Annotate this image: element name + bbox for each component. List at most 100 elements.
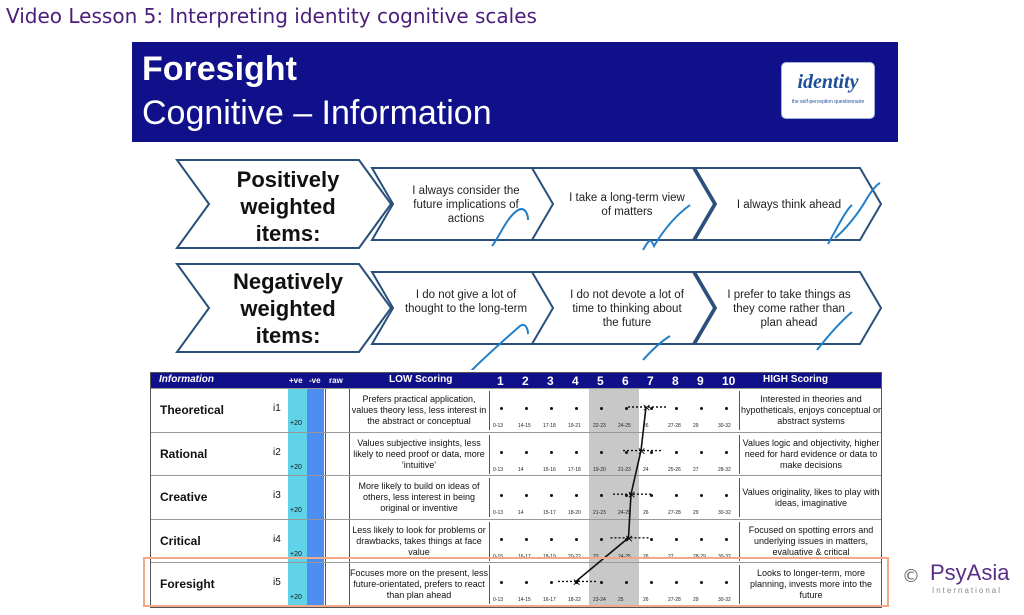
score-range: 24 bbox=[643, 466, 649, 473]
scale-dot bbox=[500, 450, 503, 454]
scale-dot bbox=[700, 537, 703, 541]
positive-item-1: I always consider the future implication… bbox=[412, 185, 520, 225]
scale-dot bbox=[625, 581, 628, 585]
neg-column bbox=[307, 476, 324, 520]
score-range: 0-13 bbox=[493, 466, 504, 473]
psyasia-name: PsyAsia bbox=[930, 560, 1010, 585]
lesson-title: Video Lesson 5: Interpreting identity co… bbox=[6, 4, 537, 28]
scale-number: 8 bbox=[672, 374, 679, 388]
negative-heading: Negatively weighted items: bbox=[213, 268, 363, 349]
score-range: 19-21 bbox=[568, 423, 581, 429]
logo-tagline: the self-perception questionnaire bbox=[791, 99, 865, 105]
scale-number: 6 bbox=[622, 374, 629, 388]
score-range: 25-26 bbox=[668, 466, 681, 473]
score-range: 26 bbox=[643, 510, 649, 517]
score-range: 26 bbox=[643, 597, 649, 604]
score-range: 26 bbox=[643, 423, 649, 429]
score-marker: × bbox=[627, 488, 636, 501]
score-range: 28-32 bbox=[718, 466, 731, 473]
positive-item-2: I take a long-term view of matters bbox=[569, 192, 685, 218]
score-range: 27-28 bbox=[668, 423, 681, 429]
table-header: Information +ve -ve raw LOW Scoring HIGH… bbox=[151, 373, 881, 388]
negative-heading-chevron bbox=[175, 263, 393, 353]
scale-dot bbox=[625, 450, 628, 454]
scale-dot bbox=[600, 494, 603, 498]
score-range: 14 bbox=[518, 510, 524, 517]
neg-column bbox=[307, 432, 324, 476]
copyright-icon: © bbox=[902, 566, 920, 587]
scale-dot bbox=[525, 581, 528, 585]
negative-item-3-chevron bbox=[693, 271, 883, 345]
scale-dot bbox=[575, 494, 578, 498]
scale-dot bbox=[500, 581, 503, 585]
positive-item-3: I always think ahead bbox=[736, 199, 842, 211]
score-range: 30-32 bbox=[718, 597, 731, 604]
score-range: 21-23 bbox=[618, 466, 631, 473]
pos-column bbox=[288, 432, 307, 476]
scale-number: 10 bbox=[722, 374, 736, 388]
high-description: Interested in theories and hypotheticals… bbox=[739, 391, 882, 430]
positive-heading-line: weighted bbox=[240, 194, 336, 219]
negative-heading-line: Negatively bbox=[232, 269, 344, 294]
scale-dot bbox=[700, 450, 703, 454]
scale-dot bbox=[725, 581, 728, 585]
negative-item-3: I prefer to take things as they come rat… bbox=[727, 289, 851, 329]
score-range: 14-15 bbox=[518, 423, 531, 429]
header-high: HIGH Scoring bbox=[763, 374, 829, 385]
score-range: 14 bbox=[518, 466, 524, 473]
row-name: Rational bbox=[160, 446, 208, 461]
scale-dot bbox=[550, 494, 553, 498]
low-description: Prefers practical application, values th… bbox=[349, 391, 490, 430]
score-range: 27-28 bbox=[668, 510, 681, 517]
positive-heading-line: Positively bbox=[236, 167, 340, 192]
psyasia-logo: © PsyAsia International bbox=[902, 560, 1020, 600]
row-name: Theoretical bbox=[160, 403, 225, 417]
score-range: 18-19 bbox=[543, 553, 556, 560]
high-description: Values originality, likes to play with i… bbox=[739, 478, 882, 518]
scale-dot bbox=[700, 407, 703, 410]
score-range: 24-25 bbox=[618, 423, 631, 429]
scale-dot bbox=[575, 450, 578, 454]
neg-column bbox=[307, 519, 324, 563]
low-description: Less likely to look for problems or draw… bbox=[349, 521, 490, 561]
scale-dot bbox=[725, 407, 728, 410]
score-range: 29 bbox=[693, 510, 699, 517]
score-marker: × bbox=[625, 532, 634, 545]
scale-dot bbox=[600, 581, 603, 585]
score-range: 29 bbox=[693, 423, 699, 429]
scale-dot bbox=[600, 407, 603, 410]
scale-dot bbox=[525, 537, 528, 541]
row-name: Foresight bbox=[160, 577, 215, 592]
header-pos: +ve bbox=[289, 376, 303, 385]
score-range: 15-17 bbox=[543, 510, 556, 517]
pos-column bbox=[288, 476, 307, 520]
score-range: 30-32 bbox=[718, 553, 731, 560]
scale-dot bbox=[650, 494, 653, 498]
scale-dot bbox=[550, 407, 553, 410]
score-range: 27-28 bbox=[668, 597, 681, 604]
positive-heading: Positively weighted items: bbox=[213, 166, 363, 247]
score-range: 16-17 bbox=[518, 553, 531, 560]
score-range: 24-25 bbox=[618, 553, 631, 560]
score-range: 16-17 bbox=[543, 597, 556, 604]
score-range: 20-22 bbox=[568, 553, 581, 560]
low-description: More likely to build on ideas of others,… bbox=[349, 478, 490, 518]
score-marker: × bbox=[637, 445, 646, 458]
negative-heading-line: items: bbox=[255, 323, 321, 348]
score-range: 21-23 bbox=[593, 510, 606, 517]
scale-dot bbox=[650, 407, 653, 410]
scale-dot bbox=[500, 494, 503, 498]
plus-twenty: +20 bbox=[290, 594, 302, 602]
score-range: 27 bbox=[693, 466, 699, 473]
score-range: 17-18 bbox=[543, 423, 556, 429]
scale-dot bbox=[525, 494, 528, 498]
header-raw: raw bbox=[329, 376, 343, 385]
scale-dot bbox=[675, 494, 678, 498]
scale-dot bbox=[500, 407, 503, 410]
profile-line: ××××× bbox=[558, 401, 668, 588]
scale-number: 1 bbox=[497, 374, 504, 388]
scale-dot bbox=[550, 450, 553, 454]
scale-number: 5 bbox=[597, 374, 604, 388]
